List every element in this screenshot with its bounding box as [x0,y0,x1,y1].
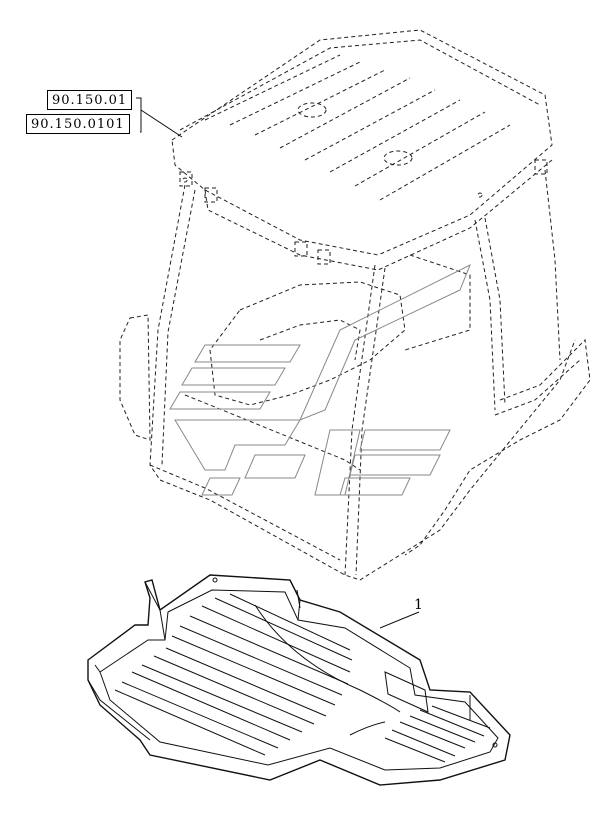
reference-code-1: 90.150.01 [47,90,133,110]
reference-code-2: 90.150.0101 [26,114,130,134]
watermark-logo [169,263,471,496]
callout-number-1: 1 [414,597,423,613]
leader-line-1 [379,611,420,629]
bracket-ref [136,97,142,133]
floor-mat [87,574,511,786]
leader-line-ref [136,97,183,138]
cab-outline [119,29,591,581]
